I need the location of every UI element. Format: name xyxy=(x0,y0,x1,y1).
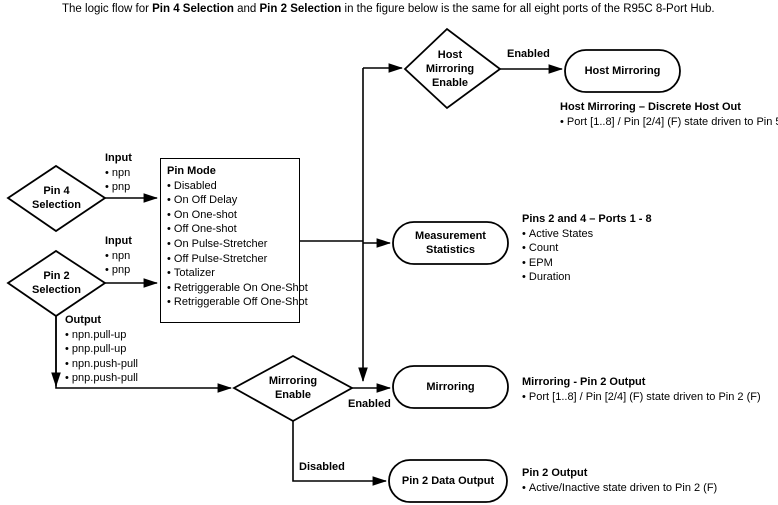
mirroring-annotation: Mirroring - Pin 2 Output • Port [1..8] /… xyxy=(522,375,761,404)
measurement-annotation-item-1: • Count xyxy=(522,242,559,254)
pin4-selection-shape xyxy=(6,164,107,233)
page-header-text: The logic flow for Pin 4 Selection and P… xyxy=(62,3,715,15)
output-item-1: • pnp.pull-up xyxy=(65,343,127,355)
mirroring-annotation-heading: Mirroring - Pin 2 Output xyxy=(522,376,646,388)
host-mirroring-annotation-heading: Host Mirroring – Discrete Host Out xyxy=(560,101,741,113)
edge-label-mirroring-disabled: Disabled xyxy=(299,461,345,473)
mirroring-shape xyxy=(392,365,509,409)
pin4-input-list: Input • npn • pnp xyxy=(105,151,132,195)
pin-mode-item-2: • On One-shot xyxy=(167,208,237,221)
mirroring-enable-shape xyxy=(232,354,354,423)
pin2-input-item-1: • pnp xyxy=(105,264,131,276)
pin2-input-item-0: • npn xyxy=(105,249,131,262)
output-list: Output • npn.pull-up • pnp.pull-up • npn… xyxy=(65,313,138,386)
edge-label-mirroring-enabled: Enabled xyxy=(348,398,391,410)
pin2-output-annotation-heading: Pin 2 Output xyxy=(522,467,588,479)
pin2-input-heading: Input xyxy=(105,235,132,247)
host-mirroring-annotation-item-0: • Port [1..8] / Pin [2/4] (F) state driv… xyxy=(560,115,778,128)
host-mirroring-annotation: Host Mirroring – Discrete Host Out • Por… xyxy=(560,100,778,129)
pin-mode-item-6: • Totalizer xyxy=(167,267,215,280)
pin-mode-item-8: • Retriggerable Off One-Shot xyxy=(167,296,308,309)
output-item-3: • pnp.push-pull xyxy=(65,372,138,384)
pin2-output-annotation-item-0: • Active/Inactive state driven to Pin 2 … xyxy=(522,481,718,494)
measurement-annotation-heading: Pins 2 and 4 – Ports 1 - 8 xyxy=(522,213,652,225)
measurement-annotation: Pins 2 and 4 – Ports 1 - 8 • Active Stat… xyxy=(522,212,652,285)
measurement-statistics-shape xyxy=(392,221,509,265)
measurement-annotation-item-0: • Active States xyxy=(522,227,594,240)
pin2-selection-shape xyxy=(6,249,107,318)
pin2-input-list: Input • npn • pnp xyxy=(105,234,132,278)
host-mirroring-shape xyxy=(564,49,681,93)
edge-label-host-enabled: Enabled xyxy=(507,48,550,60)
measurement-annotation-item-3: • Duration xyxy=(522,271,571,283)
edge-mirroring-enable-to-pin2-data-output xyxy=(292,421,387,486)
pin-mode-item-5: • Off Pulse-Stretcher xyxy=(167,252,268,265)
pin-mode-item-7: • Retriggerable On One-Shot xyxy=(167,281,308,294)
mirroring-annotation-item-0: • Port [1..8] / Pin [2/4] (F) state driv… xyxy=(522,390,761,403)
pin-mode-box[interactable]: Pin Mode • Disabled • On Off Delay • On … xyxy=(160,158,308,323)
output-item-0: • npn.pull-up xyxy=(65,328,127,341)
measurement-annotation-item-2: • EPM xyxy=(522,256,553,269)
pin4-input-item-0: • npn xyxy=(105,166,131,179)
pin4-input-item-1: • pnp xyxy=(105,181,131,193)
pin2-data-output-shape xyxy=(388,459,508,503)
pin2-output-annotation: Pin 2 Output • Active/Inactive state dri… xyxy=(522,466,717,495)
pin-mode-item-3: • Off One-shot xyxy=(167,223,237,236)
output-item-2: • npn.push-pull xyxy=(65,357,138,370)
pin4-input-heading: Input xyxy=(105,152,132,164)
pin-mode-item-1: • On Off Delay xyxy=(167,194,238,207)
pin-mode-heading: Pin Mode xyxy=(167,165,216,177)
pin-mode-item-4: • On Pulse-Stretcher xyxy=(167,237,268,250)
host-mirroring-enable-shape xyxy=(403,27,502,110)
pin-mode-item-0: • Disabled xyxy=(167,179,217,192)
output-heading: Output xyxy=(65,314,102,326)
